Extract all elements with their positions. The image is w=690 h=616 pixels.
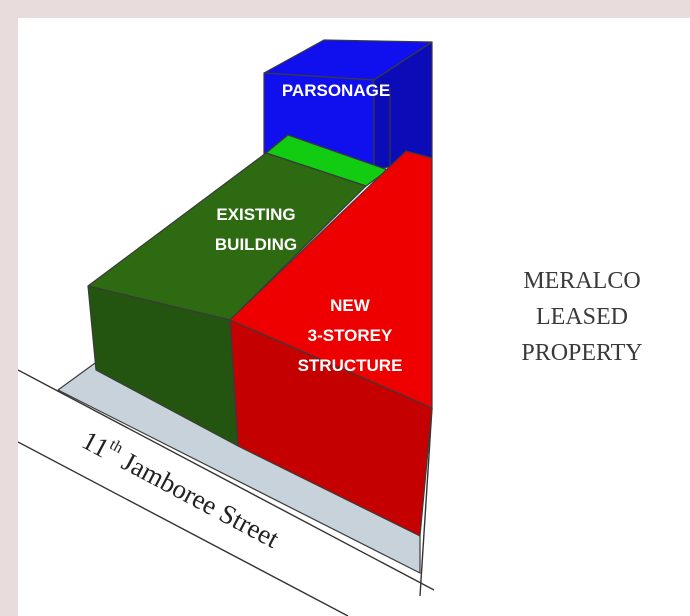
site-plan-canvas: PARSONAGE EXISTING BUILDING NEW 3-STOREY… — [18, 18, 690, 616]
existing-building-block: EXISTING BUILDING — [87, 134, 389, 447]
meralco-line3: PROPERTY — [521, 340, 642, 366]
meralco-property-label: MERALCO LEASED PROPERTY — [521, 268, 642, 366]
new-structure-label-line3: STRUCTURE — [298, 356, 403, 375]
street-edge-lower — [18, 441, 349, 616]
existing-building-label-line1: EXISTING — [216, 205, 295, 224]
meralco-line2: LEASED — [536, 304, 628, 330]
parsonage-label: PARSONAGE — [282, 81, 390, 100]
site-plan-diagram: PARSONAGE EXISTING BUILDING NEW 3-STOREY… — [18, 39, 643, 616]
existing-building-label-line2: BUILDING — [215, 235, 297, 254]
meralco-line1: MERALCO — [523, 268, 640, 294]
property-line — [419, 407, 433, 597]
new-structure-label-line1: NEW — [330, 296, 371, 315]
new-structure-label-line2: 3-STOREY — [308, 326, 393, 345]
new-structure-block: NEW 3-STOREY STRUCTURE — [229, 150, 433, 537]
street-edge-upper — [18, 369, 435, 591]
street-number: 11 — [77, 425, 114, 464]
